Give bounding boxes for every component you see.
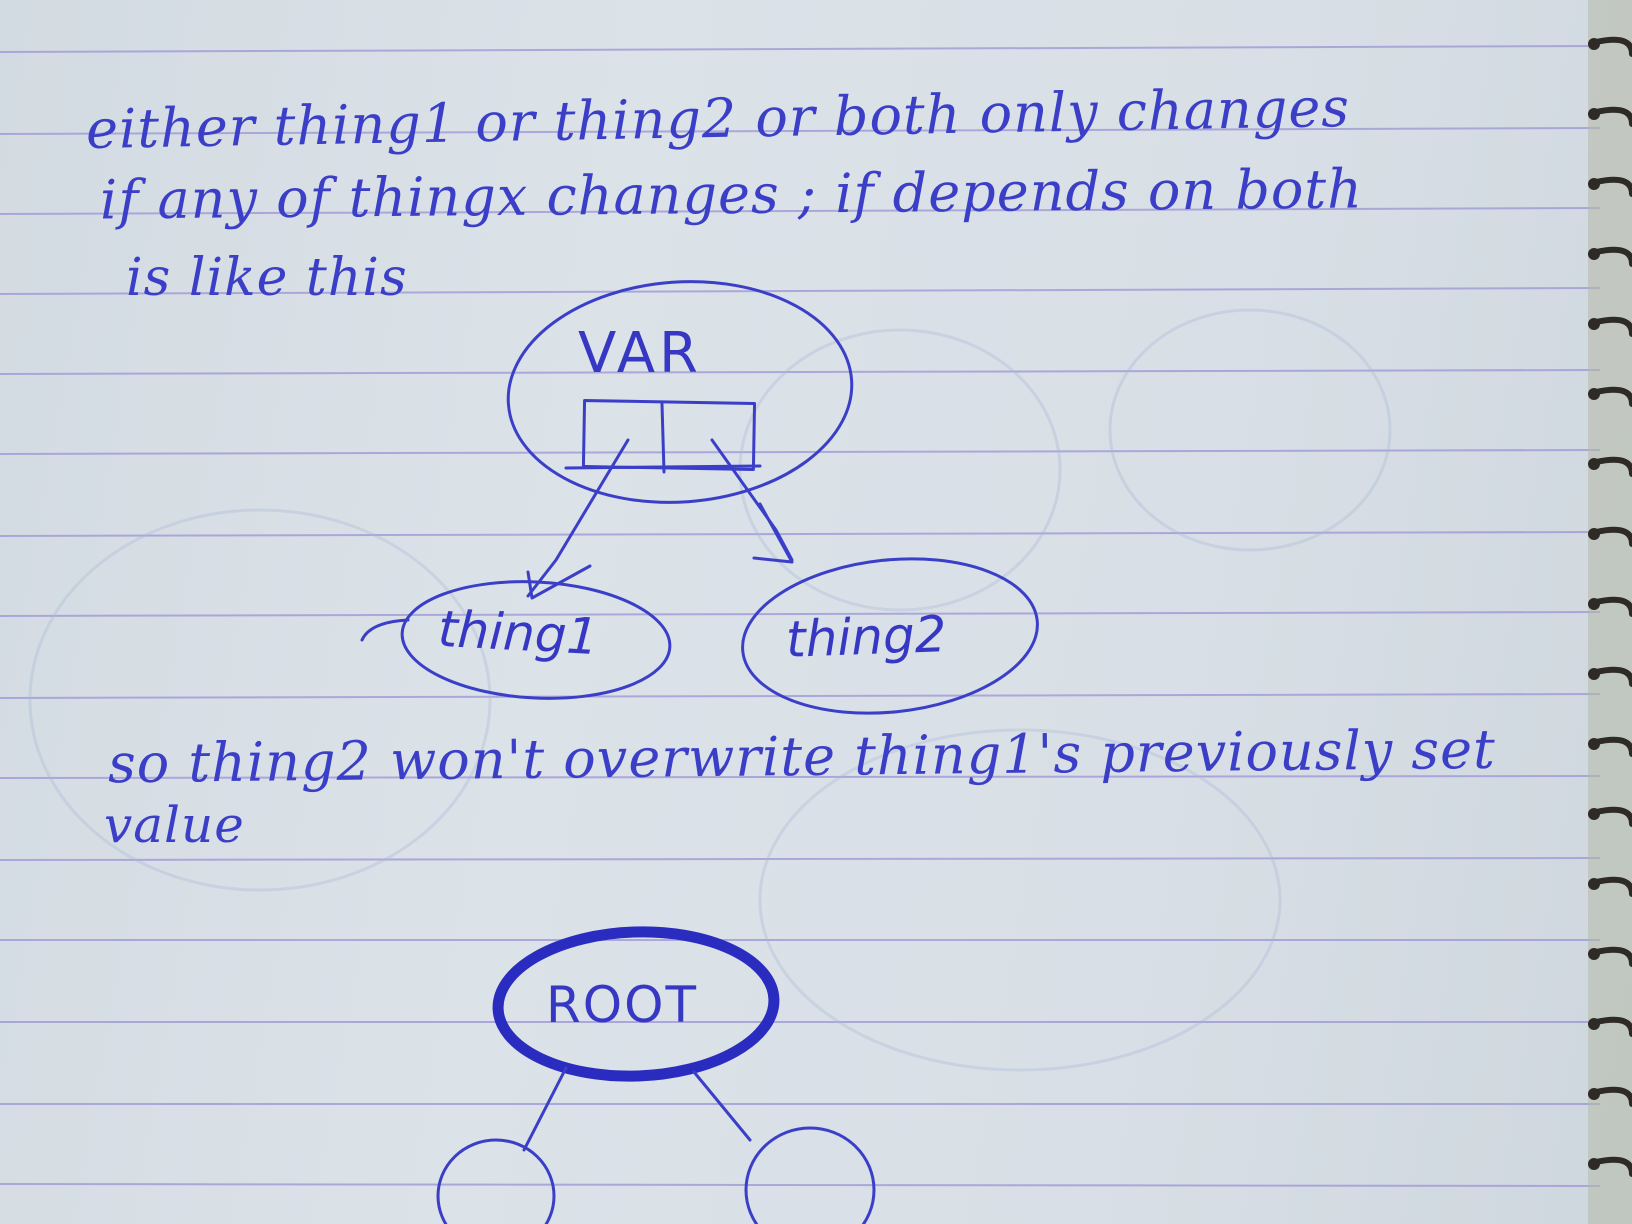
root-label: ROOT [546,976,698,1034]
thing1-node-ellipse [400,580,672,700]
var-node-ellipse [506,280,854,504]
arrow-to-thing1 [526,438,630,598]
var-label: VAR [578,321,702,386]
note-line-5: value [104,796,245,854]
root-right-child [744,1126,876,1224]
note-line-3: is like this [126,248,408,308]
root-node-ellipse [492,926,780,1082]
thing2-node-ellipse [741,557,1039,715]
root-left-child [436,1138,556,1224]
